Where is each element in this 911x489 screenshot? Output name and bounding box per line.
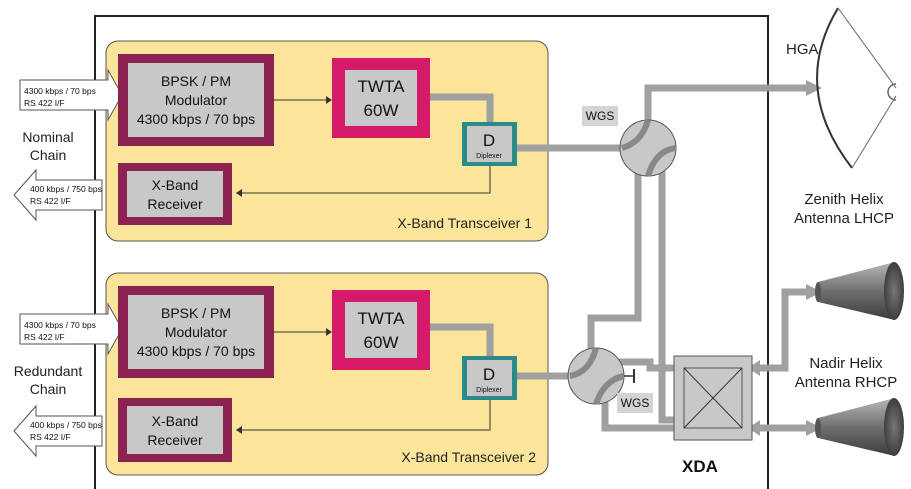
input-arrow-2-line1: 4300 kbps / 70 bps [24, 320, 96, 330]
nadir-label-line1: Nadir Helix [809, 355, 883, 372]
xda-block [673, 355, 753, 441]
transceiver-2-label: X-Band Transceiver 2 [401, 449, 536, 465]
output-arrow-1-line2: RS 422 I/F [30, 196, 71, 206]
input-arrow-2: 4300 kbps / 70 bps RS 422 I/F [19, 302, 123, 356]
twta-1: TWTA 60W [332, 58, 430, 138]
signal-diplexer2-receiver2 [236, 400, 491, 431]
twta-2: TWTA 60W [332, 290, 430, 370]
waveguide-switch-1 [619, 119, 677, 177]
zenith-label-line1: Zenith Helix [804, 191, 884, 208]
arrowhead-xda-zenith-left [748, 360, 760, 376]
arrowhead-hga [806, 80, 822, 96]
receiver-2: X-Band Receiver [118, 398, 232, 462]
twta-2-line1: TWTA [358, 309, 406, 328]
arrowhead-nadir [806, 420, 822, 436]
modulator-1-line1: BPSK / PM [161, 73, 231, 89]
input-arrow-2-line2: RS 422 I/F [24, 332, 65, 342]
waveguide-routing [430, 84, 812, 432]
modulator-1-line2: Modulator [165, 92, 228, 108]
hga-label: HGA [786, 41, 819, 58]
waveguide-switch-2 [567, 347, 625, 406]
wgs-label-1: WGS [586, 109, 615, 123]
diplexer-1-label: Diplexer [476, 153, 502, 160]
chain-label-1-line2: Chain [30, 147, 67, 163]
output-arrow-2: 400 kbps / 750 bps RS 422 I/F [13, 404, 103, 458]
xda-label: XDA [682, 457, 718, 476]
waveguide-wgs1-cross [587, 162, 642, 352]
output-arrow-1: 400 kbps / 750 bps RS 422 I/F [13, 168, 103, 222]
diplexer-1-letter: D [483, 131, 495, 150]
input-arrow-1-line2: RS 422 I/F [24, 98, 65, 108]
wgs-label-1-bg [582, 106, 618, 126]
wgs-label-2: WGS [621, 396, 650, 410]
diplexer-1: D Diplexer [462, 122, 517, 166]
waveguide-wgs1-hga [644, 84, 812, 120]
signal-diplexer1-receiver1 [236, 166, 491, 194]
modulator-2-line1: BPSK / PM [161, 305, 231, 321]
wgs-label-2-bg [617, 393, 653, 413]
signal-diplexer2-receiver2-head [236, 426, 242, 434]
receiver-2-line2: Receiver [147, 432, 203, 448]
receiver-1-line1: X-Band [152, 177, 199, 193]
spacecraft-boundary [94, 15, 769, 489]
waveguide-twta2-diplexer [430, 323, 494, 356]
arrowhead-xda-nadir-left [748, 420, 760, 436]
nadir-helix-antenna [815, 398, 904, 456]
signal-mod1-twta1-head [326, 96, 332, 104]
zenith-label-line2: Antenna LHCP [794, 210, 894, 227]
arrowhead-zenith [806, 284, 822, 300]
signal-mod2-twta2-head [326, 328, 332, 336]
modulator-2-line3: 4300 kbps / 70 bps [137, 343, 255, 359]
waveguide-wgs1-down [658, 160, 674, 424]
diplexer-2: D Diplexer [462, 356, 517, 400]
output-arrow-2-line2: RS 422 I/F [30, 432, 71, 442]
modulator-2: BPSK / PM Modulator 4300 kbps / 70 bps [118, 286, 274, 378]
input-arrow-1: 4300 kbps / 70 bps RS 422 I/F [19, 68, 123, 122]
receiver-1: X-Band Receiver [118, 163, 232, 225]
waveguide-twta1-diplexer [430, 93, 494, 122]
chain-label-2-line2: Chain [30, 381, 67, 397]
twta-1-line1: TWTA [358, 77, 406, 96]
input-arrow-1-line1: 4300 kbps / 70 bps [24, 86, 96, 96]
diplexer-2-letter: D [483, 365, 495, 384]
modulator-1: BPSK / PM Modulator 4300 kbps / 70 bps [118, 54, 274, 146]
modulator-1-line3: 4300 kbps / 70 bps [137, 111, 255, 127]
output-arrow-1-line1: 400 kbps / 750 bps [30, 184, 102, 194]
signal-diplexer1-receiver1-head [236, 189, 242, 197]
zenith-helix-antenna [815, 262, 904, 320]
transceiver-1-label: X-Band Transceiver 1 [397, 215, 532, 231]
receiver-1-line2: Receiver [147, 196, 203, 212]
modulator-2-line2: Modulator [165, 324, 228, 340]
hga-antenna [816, 7, 897, 169]
chain-label-2-line1: Redundant [14, 363, 83, 379]
receiver-2-line1: X-Band [152, 413, 199, 429]
output-arrow-2-line1: 400 kbps / 750 bps [30, 420, 102, 430]
diplexer-2-label: Diplexer [476, 387, 502, 394]
nadir-label-line2: Antenna RHCP [795, 374, 898, 391]
waveguide-wgs2-xda-lower [601, 396, 674, 432]
twta-2-line2: 60W [364, 333, 399, 352]
chain-label-1-line1: Nominal [22, 129, 73, 145]
waveguide-xda-zenith-a [752, 288, 812, 372]
twta-1-line2: 60W [364, 101, 399, 120]
